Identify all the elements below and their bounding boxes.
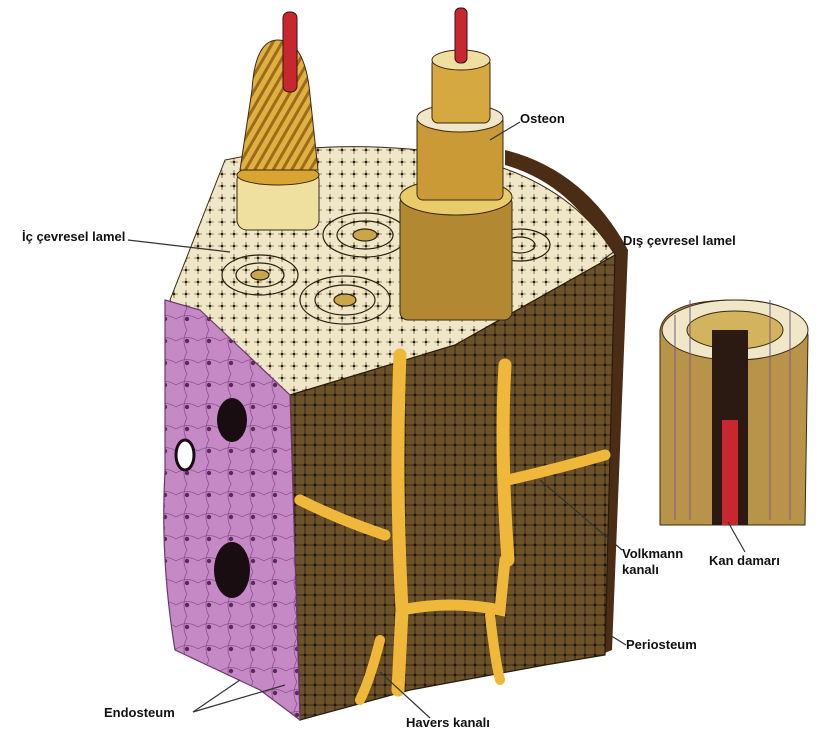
endosteum-cavity (214, 542, 250, 598)
osteon-cylinder-left (237, 12, 319, 230)
label-haversian-canal: Havers kanalı (406, 715, 490, 731)
endosteum-cavity (217, 398, 247, 442)
blood-vessel-inset (660, 300, 808, 525)
endosteum-cavity (176, 440, 194, 470)
label-volkmann-canal-line2: kanalı (622, 562, 683, 578)
label-volkmann-canal: Volkmann kanalı (622, 546, 683, 578)
label-periosteum: Periosteum (626, 637, 697, 653)
label-volkmann-canal-line1: Volkmann (622, 546, 683, 562)
label-blood-vessel: Kan damarı (709, 553, 780, 569)
label-endosteum: Endosteum (104, 705, 175, 721)
label-outer-circumferential-lamella: Dış çevresel lamel (623, 233, 736, 249)
osteon-cylinder-right (400, 8, 512, 320)
label-inner-circumferential-lamella: İç çevresel lamel (22, 229, 125, 245)
label-osteon: Osteon (520, 111, 565, 127)
